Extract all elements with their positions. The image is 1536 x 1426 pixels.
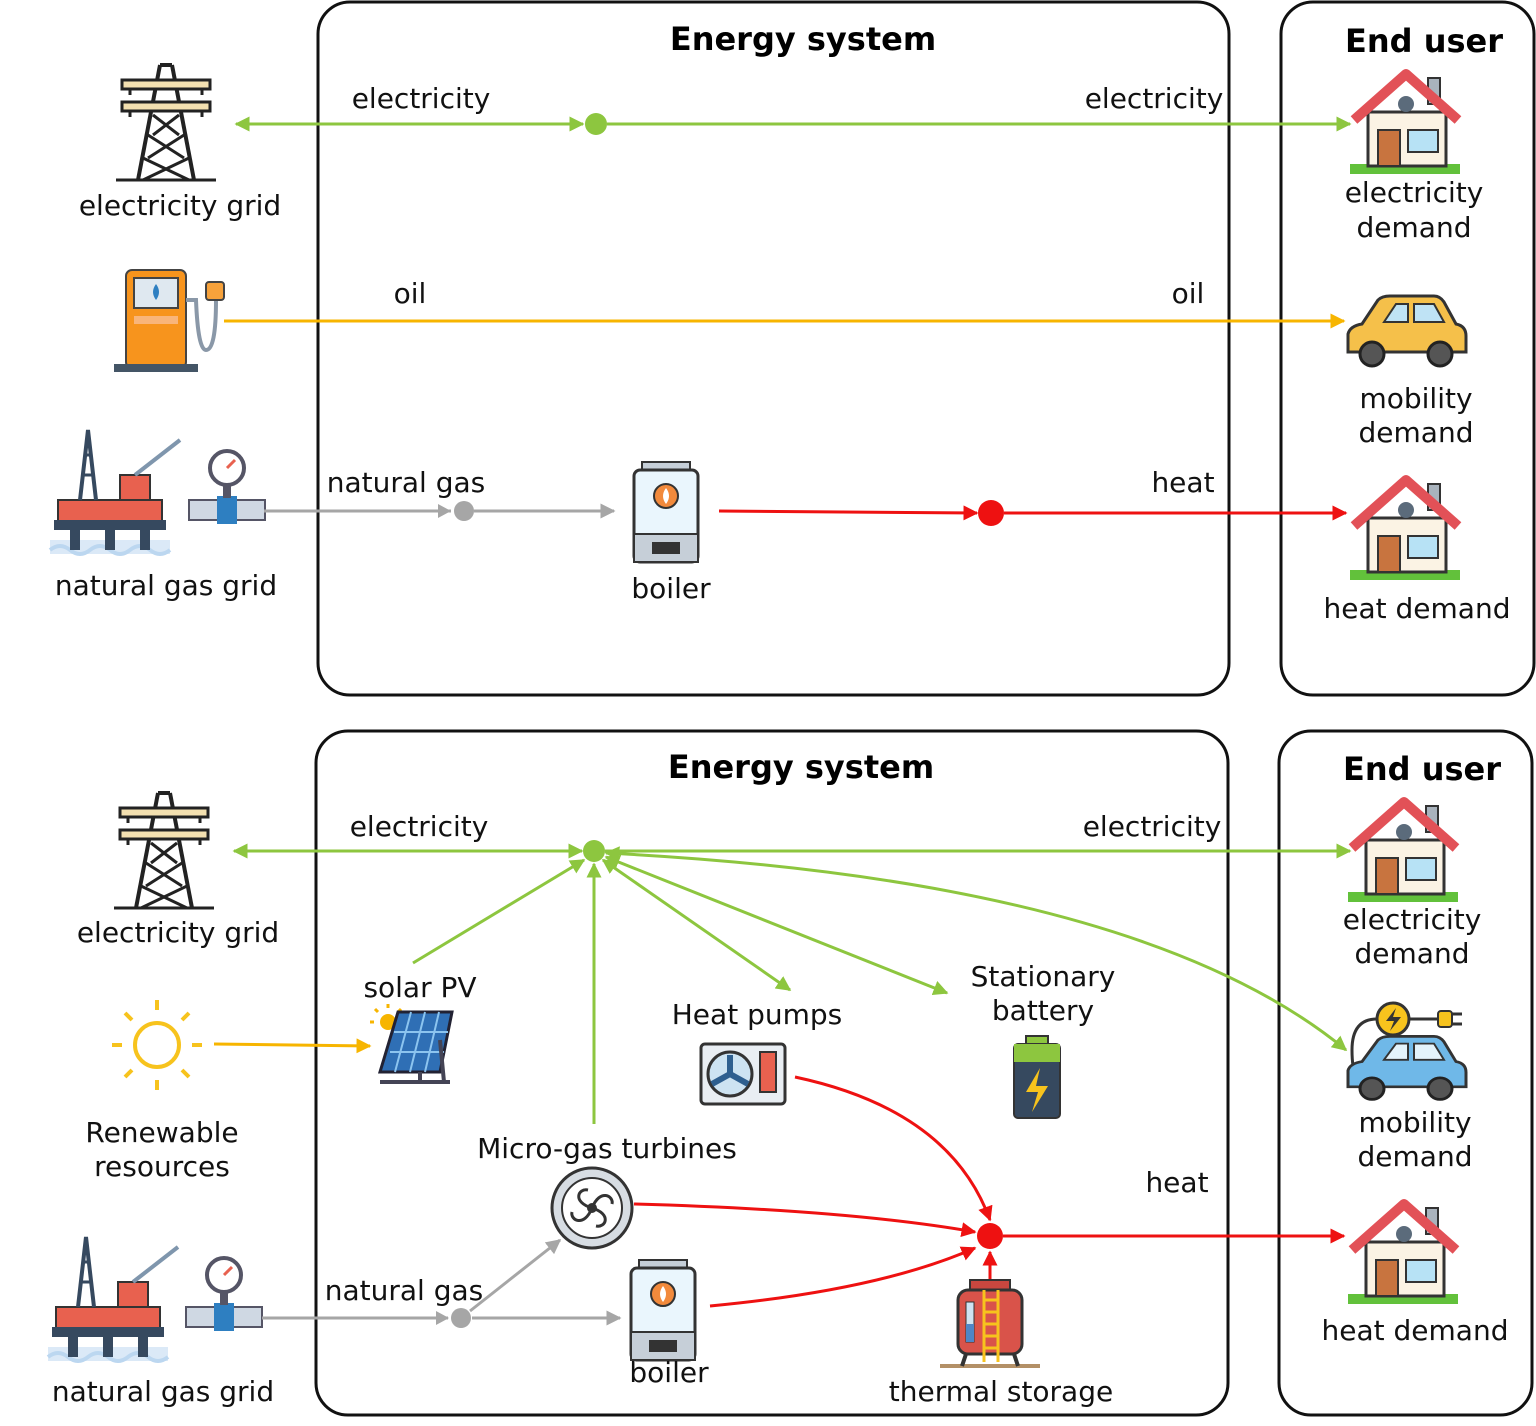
- top-electricity-out-label: electricity: [1085, 82, 1224, 115]
- micro-gas-turbines-label: Micro-gas turbines: [477, 1132, 737, 1165]
- bottom-natural-gas-label: natural gas: [325, 1274, 484, 1307]
- house-icon: [1350, 74, 1460, 174]
- top-end-user-box: [1279, 0, 1536, 697]
- pressure-gauge-icon: [184, 1256, 264, 1333]
- bottom-heat-node: [977, 1223, 1003, 1249]
- top-electricity-node: [585, 113, 607, 135]
- top-heat-demand-label: heat demand: [1324, 592, 1511, 625]
- sun-icon: [112, 1000, 202, 1090]
- boiler-icon: [629, 1258, 697, 1362]
- top-electricity-grid-label: electricity grid: [79, 189, 281, 222]
- bottom-renewable-line1: Renewable: [85, 1116, 238, 1149]
- top-electricity-demand-line1: electricity: [1345, 176, 1484, 209]
- boiler-icon: [632, 460, 700, 564]
- gas-to-turbine-arrow: [469, 1238, 562, 1313]
- bottom-natural-gas-grid-label: natural gas grid: [52, 1375, 274, 1408]
- top-heat-node: [978, 500, 1004, 526]
- bottom-electricity-node: [583, 840, 605, 862]
- bottom-boiler-label: boiler: [629, 1356, 709, 1389]
- top-mobility-demand-line2: demand: [1359, 416, 1474, 449]
- bottom-electricity-grid-label: electricity grid: [77, 916, 279, 949]
- heat-pump-icon: [699, 1042, 787, 1106]
- bottom-energy-system-title: Energy system: [668, 748, 934, 786]
- top-oil-out-label: oil: [1172, 277, 1205, 310]
- top-diagram: Energy system End user electricity grid …: [48, 0, 1536, 697]
- bottom-heat-label: heat: [1145, 1166, 1208, 1199]
- fuel-pump-icon: [114, 269, 225, 372]
- bottom-electricity-out-label: electricity: [1083, 810, 1222, 843]
- bottom-electricity-in-label: electricity: [350, 810, 489, 843]
- boiler-heat-arrow: [709, 1246, 977, 1308]
- pressure-gauge-icon: [187, 449, 267, 526]
- node-to-heat-pumps-arrow: [601, 858, 792, 992]
- node-battery-arrow: [604, 855, 949, 995]
- house-icon: [1348, 802, 1458, 902]
- bottom-energy-system-box: [314, 729, 1230, 1417]
- bottom-heat-demand-label: heat demand: [1322, 1314, 1509, 1347]
- solar-panel-icon: [370, 1004, 454, 1084]
- battery-label-line1: Stationary: [971, 960, 1116, 993]
- top-electricity-demand-line2: demand: [1357, 211, 1472, 244]
- power-tower-icon: [114, 63, 218, 182]
- heat-pumps-label: Heat pumps: [672, 998, 842, 1031]
- battery-label-line2: battery: [992, 994, 1094, 1027]
- battery-icon: [1013, 1035, 1061, 1119]
- top-mobility-demand-line1: mobility: [1359, 382, 1472, 415]
- house-icon: [1348, 1204, 1458, 1304]
- top-gas-node: [454, 501, 474, 521]
- turbine-icon: [550, 1166, 634, 1250]
- top-energy-system-box: [316, 0, 1231, 697]
- bottom-renewable-line2: resources: [94, 1150, 230, 1183]
- top-natural-gas-grid-label: natural gas grid: [55, 569, 277, 602]
- top-boiler-heat-arrow: [718, 505, 979, 521]
- oil-rig-icon: [46, 1235, 180, 1363]
- node-to-ev-arrow: [604, 846, 1348, 1052]
- bottom-end-user-title: End user: [1343, 750, 1501, 788]
- oil-rig-icon: [48, 428, 182, 556]
- power-tower-icon: [112, 791, 216, 910]
- bottom-end-user-box: [1277, 729, 1534, 1417]
- bottom-electricity-demand-line2: demand: [1355, 937, 1470, 970]
- bottom-mobility-demand-line2: demand: [1358, 1140, 1473, 1173]
- solar-pv-label: solar PV: [363, 971, 476, 1004]
- top-heat-label: heat: [1151, 466, 1214, 499]
- house-icon: [1350, 480, 1460, 580]
- bottom-mobility-demand-line1: mobility: [1358, 1106, 1471, 1139]
- top-boiler-label: boiler: [631, 572, 711, 605]
- top-end-user-title: End user: [1345, 22, 1503, 60]
- bottom-electricity-demand-line1: electricity: [1343, 903, 1482, 936]
- bottom-diagram: Energy system End user electricity grid …: [46, 729, 1534, 1417]
- top-natural-gas-label: natural gas: [327, 466, 486, 499]
- ev-charging-icon: [1350, 1001, 1462, 1088]
- top-oil-in-label: oil: [394, 277, 427, 310]
- car-icon: [1346, 1035, 1468, 1101]
- pv-to-node-arrow: [412, 858, 586, 965]
- car-icon: [1346, 294, 1468, 368]
- storage-tank-icon: [940, 1279, 1040, 1368]
- top-energy-system-title: Energy system: [670, 20, 936, 58]
- thermal-storage-label: thermal storage: [889, 1375, 1113, 1408]
- renewable-to-pv-arrow: [213, 1038, 372, 1054]
- top-electricity-in-label: electricity: [352, 82, 491, 115]
- heat-pump-heat-arrow: [794, 1075, 993, 1222]
- turbine-heat-arrow: [633, 1202, 977, 1238]
- bottom-gas-node: [451, 1308, 471, 1328]
